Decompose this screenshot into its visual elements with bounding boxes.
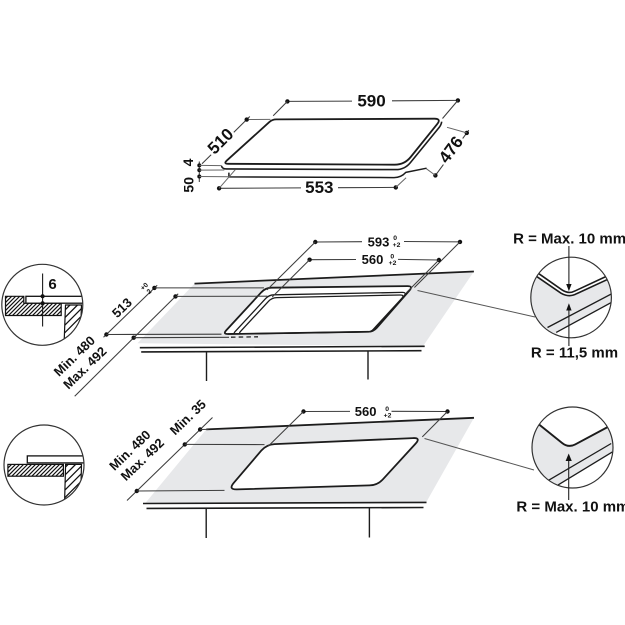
svg-text:0: 0 — [390, 253, 394, 260]
svg-text:50: 50 — [181, 177, 197, 193]
svg-text:4: 4 — [180, 158, 196, 166]
svg-text:0: 0 — [385, 406, 389, 413]
svg-text:+2: +2 — [393, 242, 401, 249]
svg-text:R = Max. 10 mm: R = Max. 10 mm — [513, 231, 625, 248]
svg-text:560: 560 — [355, 404, 377, 419]
svg-text:593: 593 — [368, 235, 390, 250]
svg-text:590: 590 — [357, 92, 385, 111]
svg-text:0: 0 — [393, 235, 397, 242]
svg-text:553: 553 — [305, 178, 333, 197]
svg-text:R = Max. 10 mm: R = Max. 10 mm — [516, 499, 625, 516]
svg-text:560: 560 — [362, 252, 384, 267]
svg-text:+2: +2 — [389, 260, 397, 267]
svg-text:6: 6 — [48, 276, 56, 293]
svg-text:+0: +0 — [139, 282, 150, 293]
svg-text:R = 11,5 mm: R = 11,5 mm — [531, 345, 618, 362]
svg-text:+2: +2 — [384, 413, 392, 420]
svg-text:2: 2 — [146, 288, 154, 296]
